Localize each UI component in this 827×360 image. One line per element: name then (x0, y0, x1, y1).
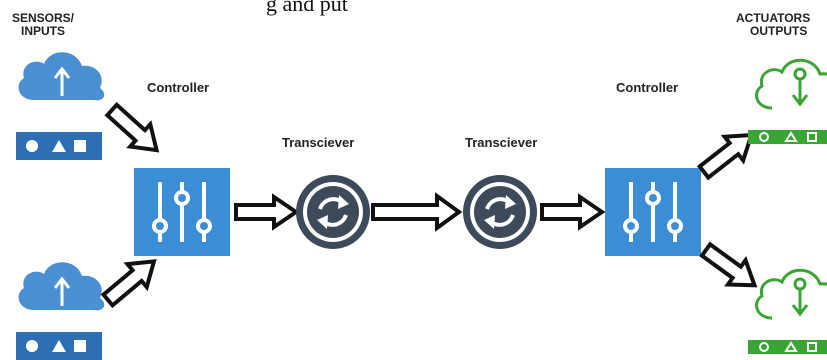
arrow-controller-to-transceiver (234, 195, 298, 229)
right-transceiver-label: Transciever (465, 135, 538, 150)
right-transceiver-sync-icon (461, 173, 539, 251)
left-controller-label: Controller (147, 80, 210, 95)
left-controller-sliders-icon (132, 166, 232, 258)
arrow-transceiver-to-controller (540, 195, 604, 229)
actuator-bar-bottom (747, 339, 827, 355)
arrow-sensor-top-to-controller (99, 96, 169, 164)
left-transceiver-label: Transciever (282, 135, 355, 150)
right-controller-sliders-icon (603, 166, 703, 258)
actuator-cloud-top (755, 58, 827, 110)
arrow-transceiver-to-transceiver (371, 192, 463, 232)
arrow-controller-to-actuator-bottom (697, 238, 763, 298)
actuator-cloud-bottom (755, 268, 827, 320)
right-controller-label: Controller (616, 80, 679, 95)
actuators-heading-line-2: OUTPUTS (750, 24, 808, 38)
actuator-bar-top (747, 129, 827, 145)
sensors-heading: SENSORS/ INPUTS (8, 12, 78, 38)
sensor-cloud-top (17, 50, 106, 102)
sensor-bar-bottom (16, 332, 102, 360)
sensors-heading-line-1: SENSORS/ (11, 11, 74, 25)
sensor-cloud-bottom (17, 260, 106, 312)
arrow-sensor-bottom-to-controller (96, 247, 166, 314)
actuators-heading: ACTUATORS OUTPUTS (736, 12, 827, 38)
sensor-bar-top (16, 132, 102, 160)
actuators-heading-line-1: ACTUATORS (736, 11, 811, 25)
sensors-heading-line-2: INPUTS (20, 24, 65, 38)
caption-fragment: g and put (266, 0, 348, 16)
left-transceiver-sync-icon (294, 173, 372, 251)
